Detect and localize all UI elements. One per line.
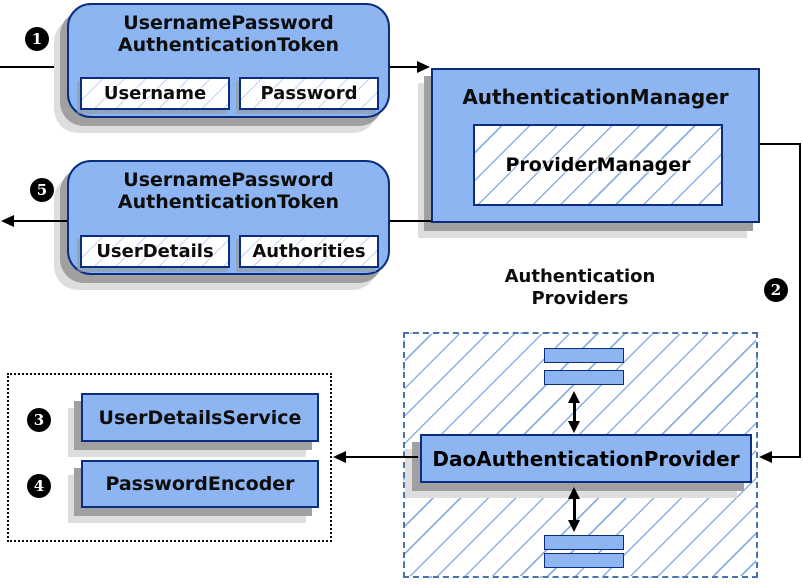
authentication-manager-box: AuthenticationManager ProviderManager xyxy=(431,68,760,223)
result-outgoing-arrowhead-icon xyxy=(1,215,14,227)
authentication-manager-title: AuthenticationManager xyxy=(433,86,758,108)
token-to-manager-arrowhead-icon xyxy=(417,61,430,73)
providers-group-label-line2: Providers xyxy=(531,288,629,309)
username-field-box: Username xyxy=(80,77,230,110)
password-encoder-box: PasswordEncoder xyxy=(81,460,319,508)
manager-to-result-line xyxy=(390,220,431,222)
password-field-box: Password xyxy=(239,77,379,110)
step-2-number: 2 xyxy=(770,280,782,299)
services-container: UserDetailsService PasswordEncoder xyxy=(7,373,332,542)
step-5-number: 5 xyxy=(36,180,48,199)
manager-to-provider-line-vertical xyxy=(799,143,801,458)
password-field-label: Password xyxy=(260,83,358,104)
manager-to-provider-line-bottom xyxy=(771,456,801,458)
dao-authentication-provider-label: DaoAuthenticationProvider xyxy=(432,446,740,471)
step-3-number: 3 xyxy=(33,410,45,429)
providers-container: DaoAuthenticationProvider xyxy=(403,332,758,578)
request-token-title: UsernamePassword AuthenticationToken xyxy=(69,12,388,56)
result-token-title-line1: UsernamePassword xyxy=(123,169,334,191)
userdetails-field-label: UserDetails xyxy=(96,241,214,262)
step-1-marker: 1 xyxy=(25,27,49,51)
step-4-marker: 4 xyxy=(27,474,51,498)
provider-list-bar xyxy=(544,370,624,385)
providers-group-label: Authentication Providers xyxy=(480,266,680,310)
token-to-manager-line xyxy=(390,66,419,68)
request-token-box: UsernamePassword AuthenticationToken Use… xyxy=(67,3,390,118)
step-3-marker: 3 xyxy=(27,408,51,432)
step-5-marker: 5 xyxy=(30,178,54,202)
arrow-stem xyxy=(573,496,576,523)
manager-to-provider-arrowhead-icon xyxy=(759,451,772,463)
result-token-title: UsernamePassword AuthenticationToken xyxy=(69,169,388,213)
provider-to-services-line xyxy=(345,456,418,458)
step-2-marker: 2 xyxy=(764,278,788,302)
provider-manager-box: ProviderManager xyxy=(473,124,723,206)
password-encoder-label: PasswordEncoder xyxy=(105,473,295,495)
providers-group-label-line1: Authentication xyxy=(504,266,656,287)
arrow-stem xyxy=(573,400,576,424)
authorities-field-label: Authorities xyxy=(252,241,366,262)
provider-link-arrow-top xyxy=(567,391,581,433)
provider-link-arrow-bottom xyxy=(567,487,581,532)
userdetails-field-box: UserDetails xyxy=(80,235,230,268)
authorities-field-box: Authorities xyxy=(239,235,379,268)
result-outgoing-line xyxy=(11,220,67,222)
user-details-service-label: UserDetailsService xyxy=(98,406,302,429)
step-4-number: 4 xyxy=(33,476,45,495)
arrow-down-icon xyxy=(568,421,580,433)
request-token-title-line1: UsernamePassword xyxy=(123,12,334,34)
provider-list-bar xyxy=(544,535,624,550)
request-token-title-line2: AuthenticationToken xyxy=(117,34,340,56)
provider-manager-label: ProviderManager xyxy=(505,154,691,176)
arrow-up-icon xyxy=(568,487,580,499)
provider-to-services-arrowhead-icon xyxy=(333,451,346,463)
result-token-box: UsernamePassword AuthenticationToken Use… xyxy=(67,160,390,275)
provider-list-bar xyxy=(544,348,624,363)
user-details-service-box: UserDetailsService xyxy=(81,393,319,442)
arrow-down-icon xyxy=(568,520,580,532)
incoming-request-line xyxy=(0,66,67,68)
arrow-up-icon xyxy=(568,391,580,403)
dao-authentication-provider-box: DaoAuthenticationProvider xyxy=(420,434,752,483)
step-1-number: 1 xyxy=(31,29,43,48)
authentication-manager-label: AuthenticationManager xyxy=(462,85,729,109)
username-field-label: Username xyxy=(103,83,207,104)
result-token-title-line2: AuthenticationToken xyxy=(117,191,340,213)
manager-to-provider-line-top xyxy=(760,143,801,145)
provider-list-bar xyxy=(544,553,624,568)
